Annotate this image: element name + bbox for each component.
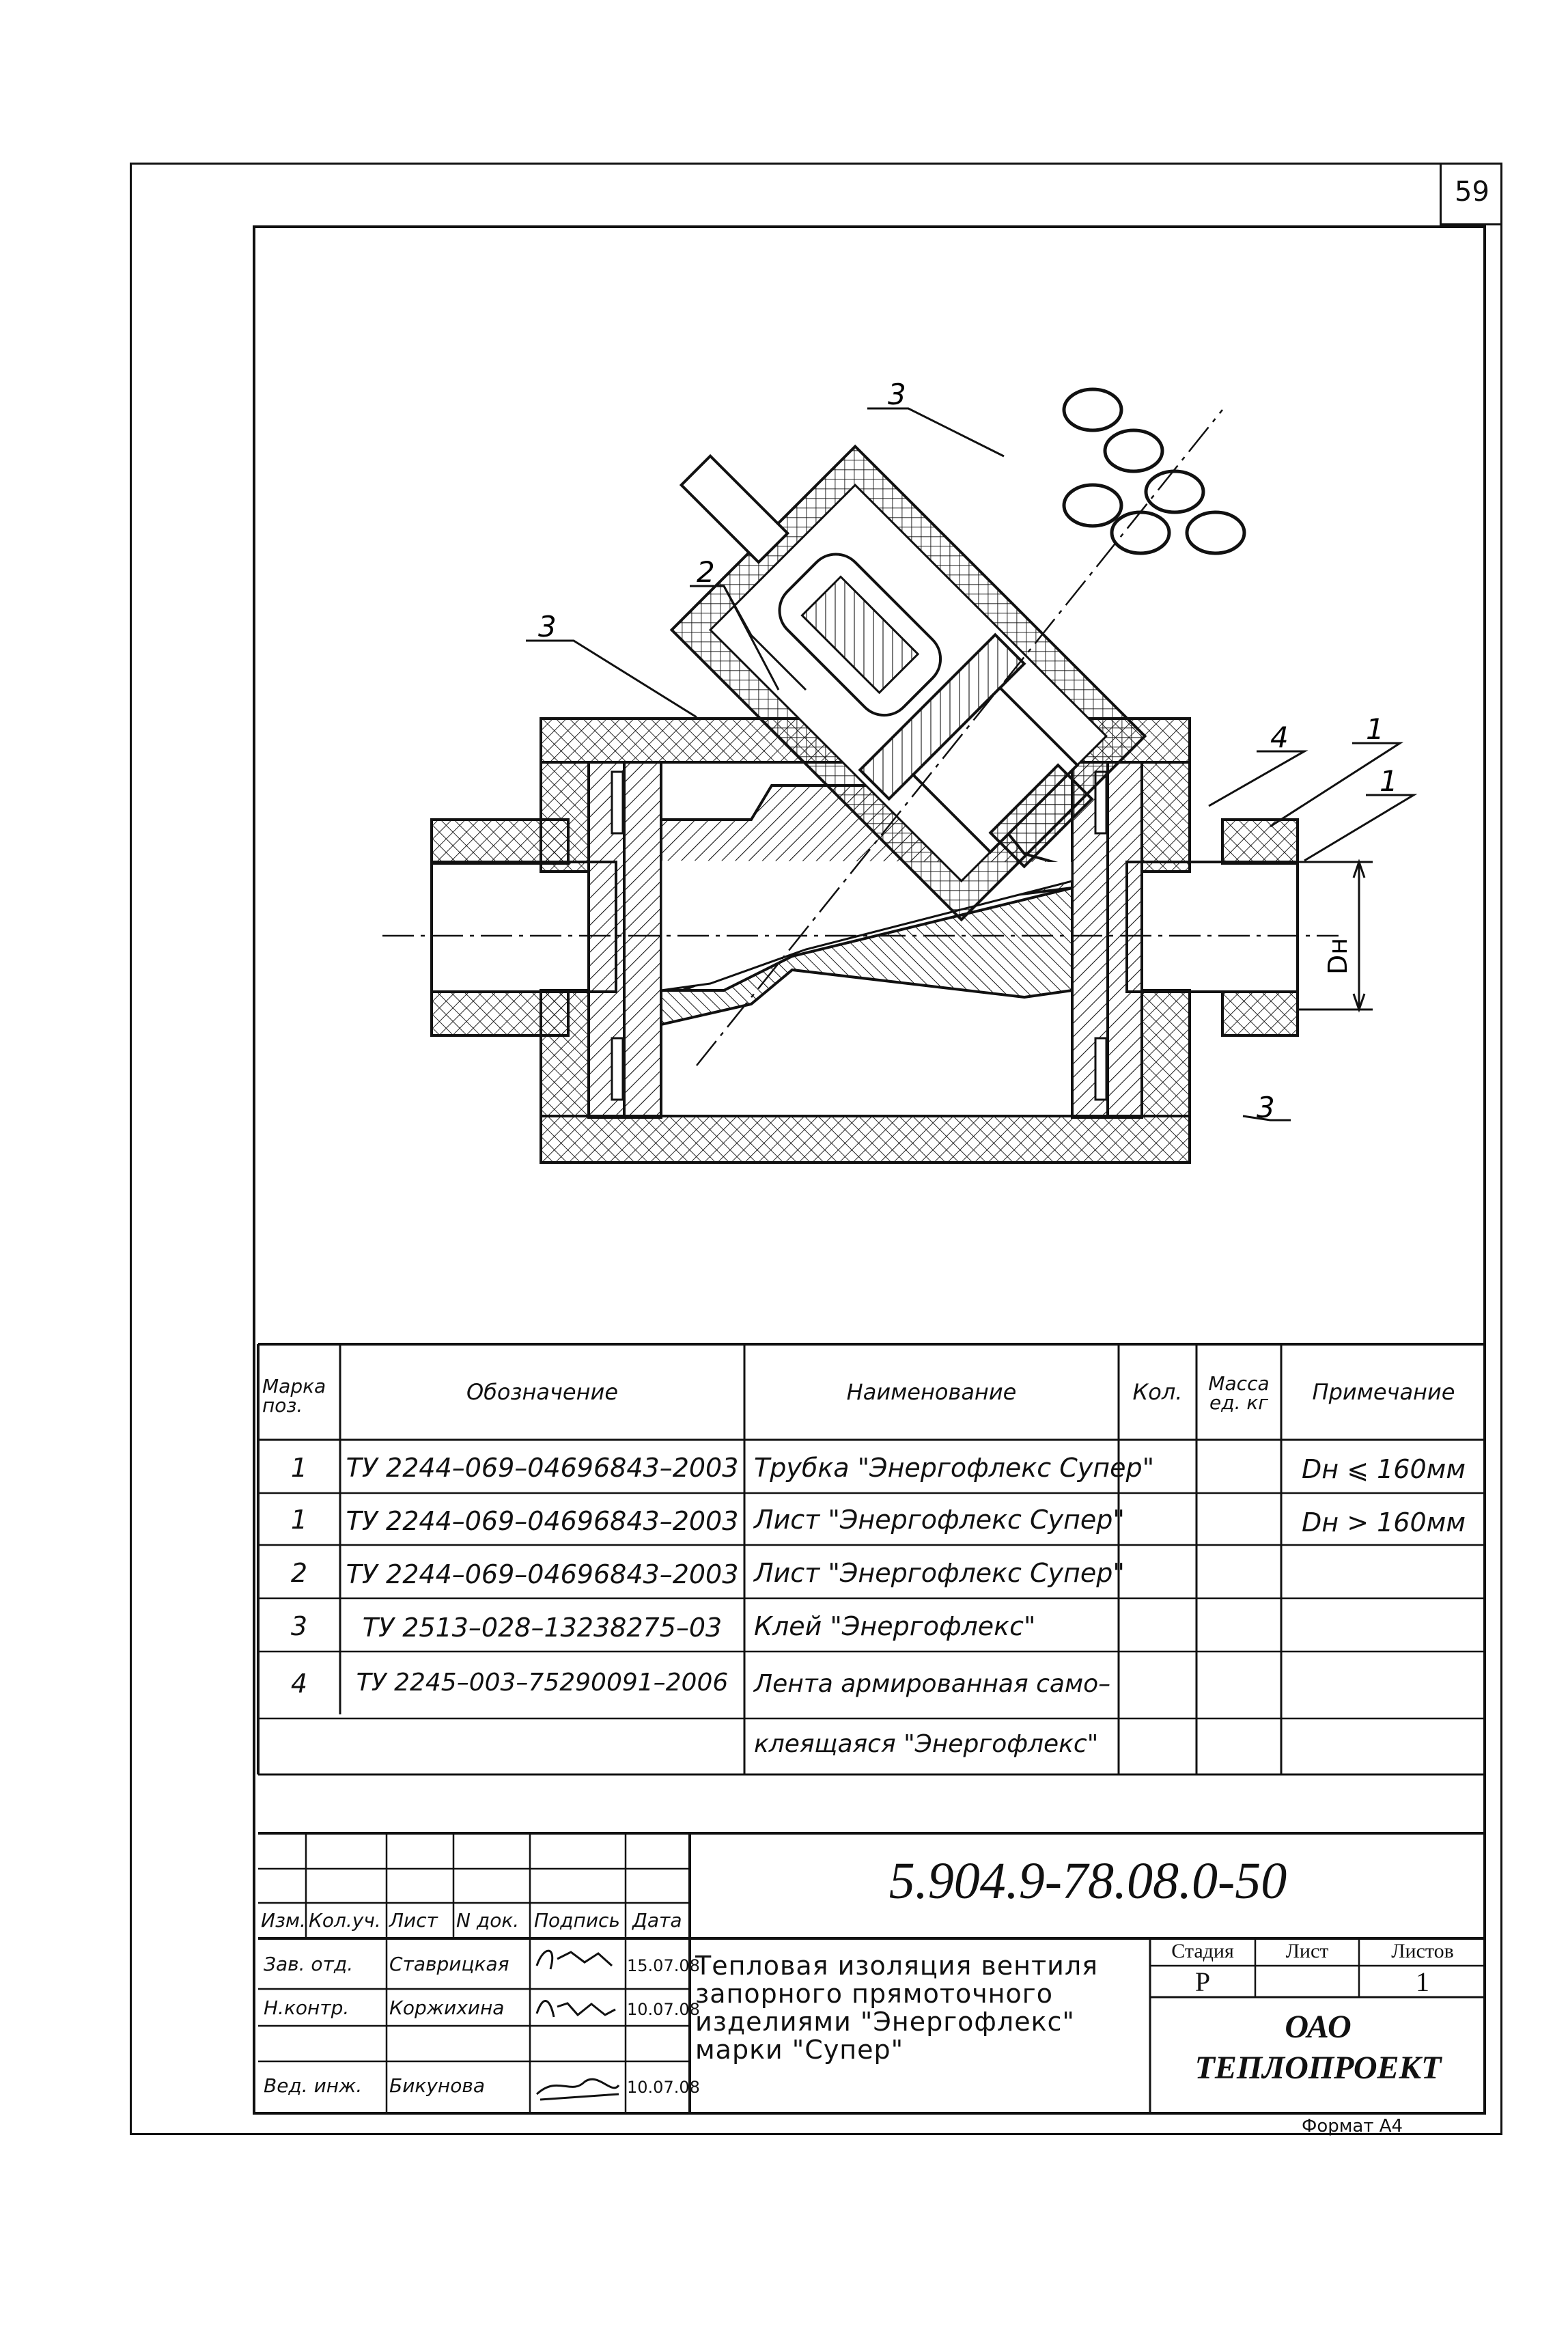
person4-date: 10.07.08 [627, 2078, 700, 2097]
dn-label: Dн [1323, 938, 1353, 975]
row3-designation: ТУ 2244–069–04696843–2003 [346, 1559, 739, 1589]
row2-mark: 1 [290, 1505, 308, 1535]
row1-designation: ТУ 2244–069–04696843–2003 [346, 1453, 739, 1483]
doc-code: 5.904.9-78.08.0-50 [888, 1852, 1287, 1910]
row2-note: Dн > 160мм [1302, 1507, 1466, 1537]
row5-designation: ТУ 2245–003–75290091–2006 [356, 1669, 729, 1697]
person1-date: 15.07.08 [627, 1956, 700, 1975]
rev-hdr-ndoc: N док. [456, 1909, 520, 1932]
sheet-number: 59 [1455, 176, 1489, 208]
sheets-value: 1 [1416, 1966, 1429, 1997]
row3-mark: 2 [290, 1558, 308, 1588]
row1-name: Трубка "Энергофлекс Супер" [754, 1453, 1155, 1483]
callout-3-left: 3 [538, 610, 557, 643]
row4-name: Клей "Энергофлекс" [754, 1611, 1036, 1641]
dn-dimension [1298, 859, 1373, 1013]
person2-role: Н.контр. [264, 1996, 350, 2019]
person4-role: Вед. инж. [264, 2074, 363, 2097]
drawing-frame [253, 225, 1486, 2115]
sheet-number-box: 59 [1440, 163, 1502, 225]
callout-2: 2 [697, 555, 715, 589]
sheet-header: Лист [1285, 1940, 1329, 1962]
handwheel [1062, 387, 1246, 555]
person1-role: Зав. отд. [264, 1953, 354, 1975]
callout-3-bottom: 3 [1257, 1091, 1275, 1124]
signatures [535, 1949, 620, 2101]
hdr-qty: Кол. [1132, 1379, 1183, 1405]
row1-mark: 1 [290, 1453, 308, 1483]
row2-name: Лист "Энергофлекс Супер" [754, 1505, 1125, 1535]
hdr-mark: Марка поз. [262, 1375, 326, 1417]
row5-name: Лента армированная само– [754, 1670, 1111, 1698]
callout-4: 4 [1270, 721, 1289, 754]
person1-name: Ставрицкая [389, 1953, 509, 1975]
hdr-name: Наименование [846, 1379, 1017, 1405]
stage-value: Р [1194, 1966, 1211, 1997]
rev-hdr-date: Дата [632, 1909, 682, 1932]
hdr-note: Примечание [1312, 1379, 1455, 1405]
rev-hdr-kol: Кол.уч. [309, 1909, 381, 1932]
row1-note: Dн ⩽ 160мм [1302, 1454, 1466, 1484]
person2-date: 10.07.08 [627, 2000, 700, 2019]
org-line2: ТЕПЛОПРОЕКТ [1194, 2050, 1442, 2086]
person4-name: Бикунова [389, 2074, 485, 2097]
row6-name: клеящаяся "Энергофлекс" [754, 1730, 1099, 1758]
rev-hdr-list: Лист [389, 1909, 438, 1932]
callout-leaders [526, 407, 1418, 1122]
org-line1: ОАО [1285, 2009, 1352, 2045]
valve-drawing: Dн 3 2 3 4 1 1 3 [382, 378, 1418, 1164]
row4-designation: ТУ 2513–028–13238275–03 [362, 1613, 723, 1643]
rev-hdr-izm: Изм. [261, 1909, 306, 1932]
bonnet-assembly [669, 444, 1147, 922]
pipe-right [1125, 818, 1299, 1037]
hdr-designation: Обозначение [466, 1379, 619, 1405]
callout-1-b: 1 [1380, 764, 1398, 798]
row3-name: Лист "Энергофлекс Супер" [754, 1558, 1125, 1588]
row4-mark: 3 [290, 1611, 308, 1641]
format-label: Формат А4 [1302, 2116, 1403, 2136]
row5-mark: 4 [290, 1669, 308, 1699]
center-line-stem [696, 409, 1223, 1066]
outer-frame [130, 163, 1502, 2135]
callout-1-a: 1 [1366, 712, 1384, 746]
row2-designation: ТУ 2244–069–04696843–2003 [346, 1506, 739, 1536]
hdr-mass: Масса ед. кг [1208, 1372, 1270, 1414]
callout-3-top: 3 [888, 378, 906, 411]
stage-header: Стадия [1171, 1940, 1234, 1962]
rev-hdr-sign: Подпись [534, 1909, 620, 1932]
flanges [587, 761, 1143, 1119]
document-title: Тепловая изоляция вентиля запорного прям… [695, 1951, 1098, 2065]
sheets-header: Листов [1391, 1940, 1454, 1962]
person2-name: Коржихина [389, 1996, 505, 2019]
